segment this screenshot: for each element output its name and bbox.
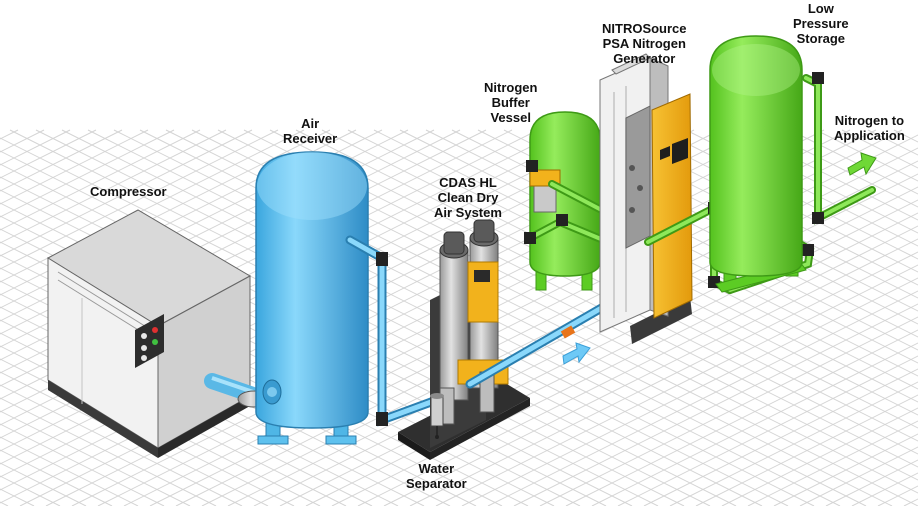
nitrosource-generator [599,53,693,344]
air-flow-arrow-icon [562,342,591,365]
nitrogen-flow-arrow-icon [847,152,877,176]
cdas-clean-dry-air-system [439,219,509,425]
generator-display [672,138,688,164]
label-generator-line-2: PSA Nitrogen [602,36,686,51]
label-air-receiver-line-1: Air [301,116,320,131]
label-cdas-line-2: Clean Dry [437,190,499,205]
water-separator [430,393,444,439]
label-storage-line-3: Storage [796,31,846,46]
compressor-unit [46,209,252,458]
label-buffer-line-3: Vessel [490,110,531,125]
label-nitrosource-generator: NITROSource PSA Nitrogen Generator [602,21,687,66]
label-air-receiver-line-2: Receiver [283,131,338,146]
label-cdas: CDAS HL Clean Dry Air System [434,175,502,220]
label-cdas-line-1: CDAS HL [439,175,497,190]
label-nitrogen-to-application: Nitrogen to Application [834,113,905,143]
label-application-line-2: Application [834,128,905,143]
label-water-separator: Water Separator [406,461,467,491]
label-air-receiver: Air Receiver [283,116,337,146]
label-buffer-line-1: Nitrogen [484,80,538,95]
label-separator-line-2: Separator [406,476,467,491]
label-storage-line-2: Pressure [793,16,849,31]
air-line-to-cdas [345,235,447,427]
label-low-pressure-storage: Low Pressure Storage [793,1,849,46]
label-cdas-line-3: Air System [434,205,502,220]
label-storage-line-1: Low [807,1,834,16]
label-buffer-line-2: Buffer [491,95,530,110]
compressor-control-panel [135,314,164,368]
label-generator-line-3: Generator [613,51,676,66]
label-compressor: Compressor [90,184,167,199]
label-generator-line-1: NITROSource [602,21,687,36]
label-separator-line-1: Water [418,461,455,476]
label-nitrogen-buffer-vessel: Nitrogen Buffer Vessel [484,80,537,125]
label-compressor-line: Compressor [90,184,167,199]
label-application-line-1: Nitrogen to [834,113,905,128]
low-pressure-storage-tank [709,35,807,293]
air-receiver-tank [255,151,369,445]
